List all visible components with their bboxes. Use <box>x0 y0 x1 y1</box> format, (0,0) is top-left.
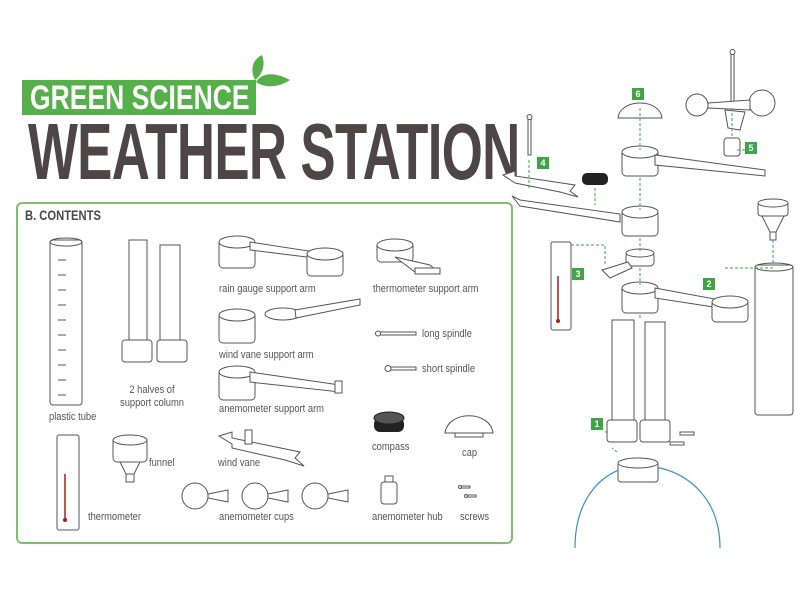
wind-vane-arm-drawing <box>218 298 361 344</box>
label-short-spindle: short spindle <box>422 363 476 375</box>
spindle-drawings <box>375 330 417 372</box>
funnel-drawing <box>112 434 148 483</box>
brand-text: GREEN SCIENCE <box>30 79 250 117</box>
cap-drawing <box>444 415 494 438</box>
label-thermometer-arm: thermometer support arm <box>373 283 479 295</box>
anemometer-hub-drawing <box>380 475 398 505</box>
label-anemometer-hub: anemometer hub <box>372 511 443 523</box>
page-title: WEATHER STATION <box>28 107 520 196</box>
step-badge-2: 2 <box>703 278 715 290</box>
assembly-drawing <box>501 49 794 549</box>
thermometer-arm-drawing <box>376 238 441 275</box>
label-thermometer: thermometer <box>88 511 142 523</box>
label-funnel: funnel <box>149 457 175 469</box>
step-badge-4: 4 <box>537 157 549 169</box>
rain-gauge-arm-drawing <box>218 235 344 277</box>
label-compass: compass <box>372 441 410 453</box>
thermometer-drawing <box>56 434 80 531</box>
label-anemometer-arm: anemometer support arm <box>219 403 324 415</box>
contents-title: B. CONTENTS <box>25 207 101 223</box>
label-long-spindle: long spindle <box>422 328 472 340</box>
label-cap: cap <box>462 447 478 459</box>
step-badge-3: 3 <box>572 268 584 280</box>
anemometer-arm-drawing <box>218 365 343 401</box>
contents-panel <box>16 202 513 544</box>
label-support-column-1: 2 halves of <box>129 384 175 396</box>
step-badge-1: 1 <box>591 418 603 430</box>
brand-banner <box>22 80 256 115</box>
screws-drawing <box>458 485 477 498</box>
label-plastic-tube: plastic tube <box>49 411 97 423</box>
support-column-drawing <box>121 239 188 363</box>
compass-drawing <box>373 411 405 432</box>
step-badge-5: 5 <box>745 142 757 154</box>
label-anemometer-cups: anemometer cups <box>219 511 294 523</box>
leaf-icon <box>252 55 290 87</box>
step-badge-6: 6 <box>632 88 644 100</box>
wind-vane-drawing <box>217 429 305 467</box>
label-rain-gauge-arm: rain gauge support arm <box>219 283 316 295</box>
label-screws: screws <box>460 511 490 523</box>
plastic-tube-drawing <box>49 237 83 406</box>
label-support-column-2: support column <box>120 397 184 409</box>
anemometer-cups-drawing <box>181 482 349 510</box>
label-wind-vane-arm: wind vane support arm <box>219 349 314 361</box>
label-wind-vane: wind vane <box>218 457 261 469</box>
